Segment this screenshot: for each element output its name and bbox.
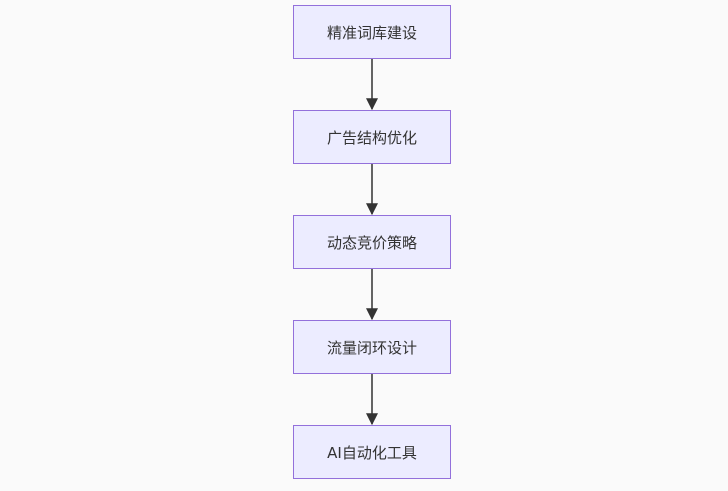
node-ai-tools: AI自动化工具 xyxy=(293,425,451,479)
node-dynamic-bidding: 动态竞价策略 xyxy=(293,215,451,269)
node-label: 精准词库建设 xyxy=(326,23,417,42)
node-label: 广告结构优化 xyxy=(326,128,417,147)
node-label: AI自动化工具 xyxy=(327,443,417,462)
node-ad-structure: 广告结构优化 xyxy=(293,110,451,164)
node-keyword-library: 精准词库建设 xyxy=(293,5,451,59)
node-label: 动态竞价策略 xyxy=(326,233,417,252)
node-label: 流量闭环设计 xyxy=(326,338,417,357)
node-traffic-loop: 流量闭环设计 xyxy=(293,320,451,374)
